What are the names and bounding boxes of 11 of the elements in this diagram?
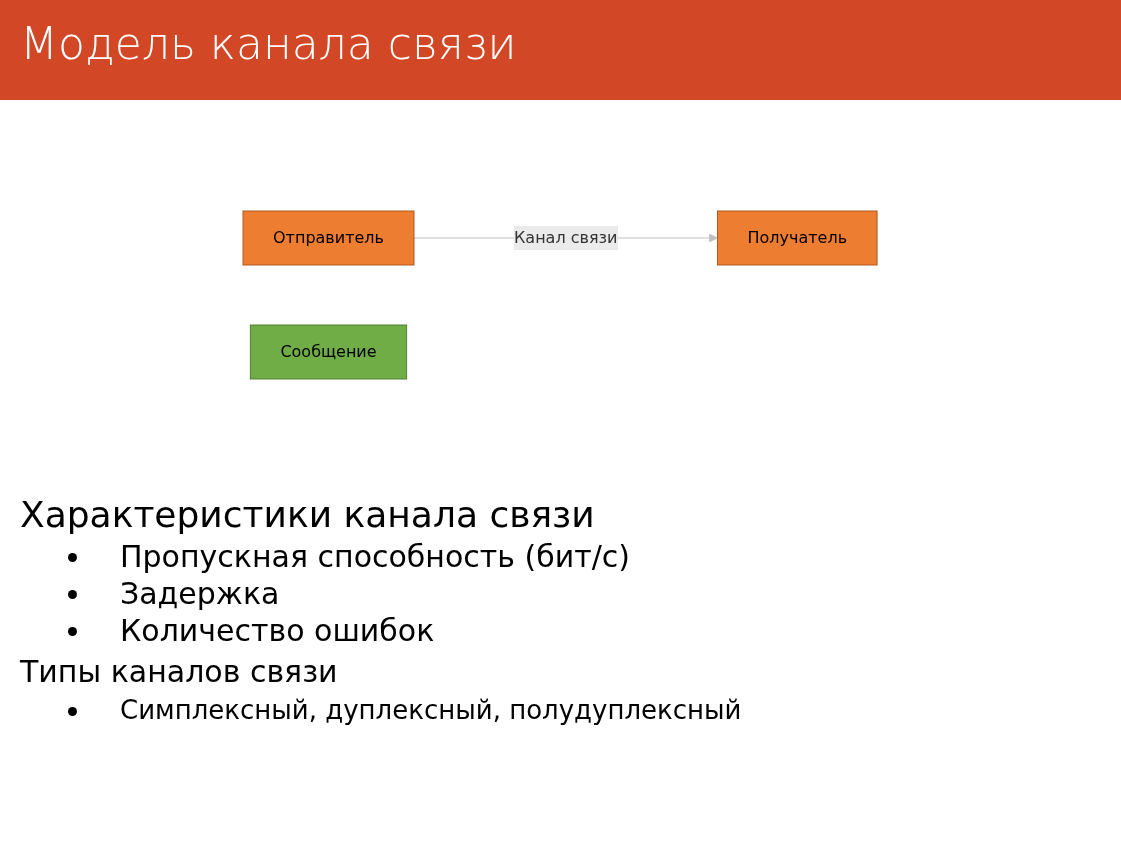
list-item: Задержка (120, 576, 280, 611)
node-box: Отправитель (242, 210, 415, 266)
section-heading: Характеристики канала связи (20, 494, 596, 535)
list-item: Пропускная способность (бит/с) (120, 539, 630, 574)
section-heading: Типы каналов связи (20, 654, 339, 689)
node-box: Получатель (717, 210, 879, 266)
list-item: Количество ошибок (120, 613, 435, 648)
title: Модель канала связи (20, 18, 517, 69)
list-item: Симплексный, дуплексный, полудуплексный (120, 695, 742, 725)
edge-label: Канал связи (514, 228, 618, 247)
node-box: Сообщение (250, 324, 408, 380)
